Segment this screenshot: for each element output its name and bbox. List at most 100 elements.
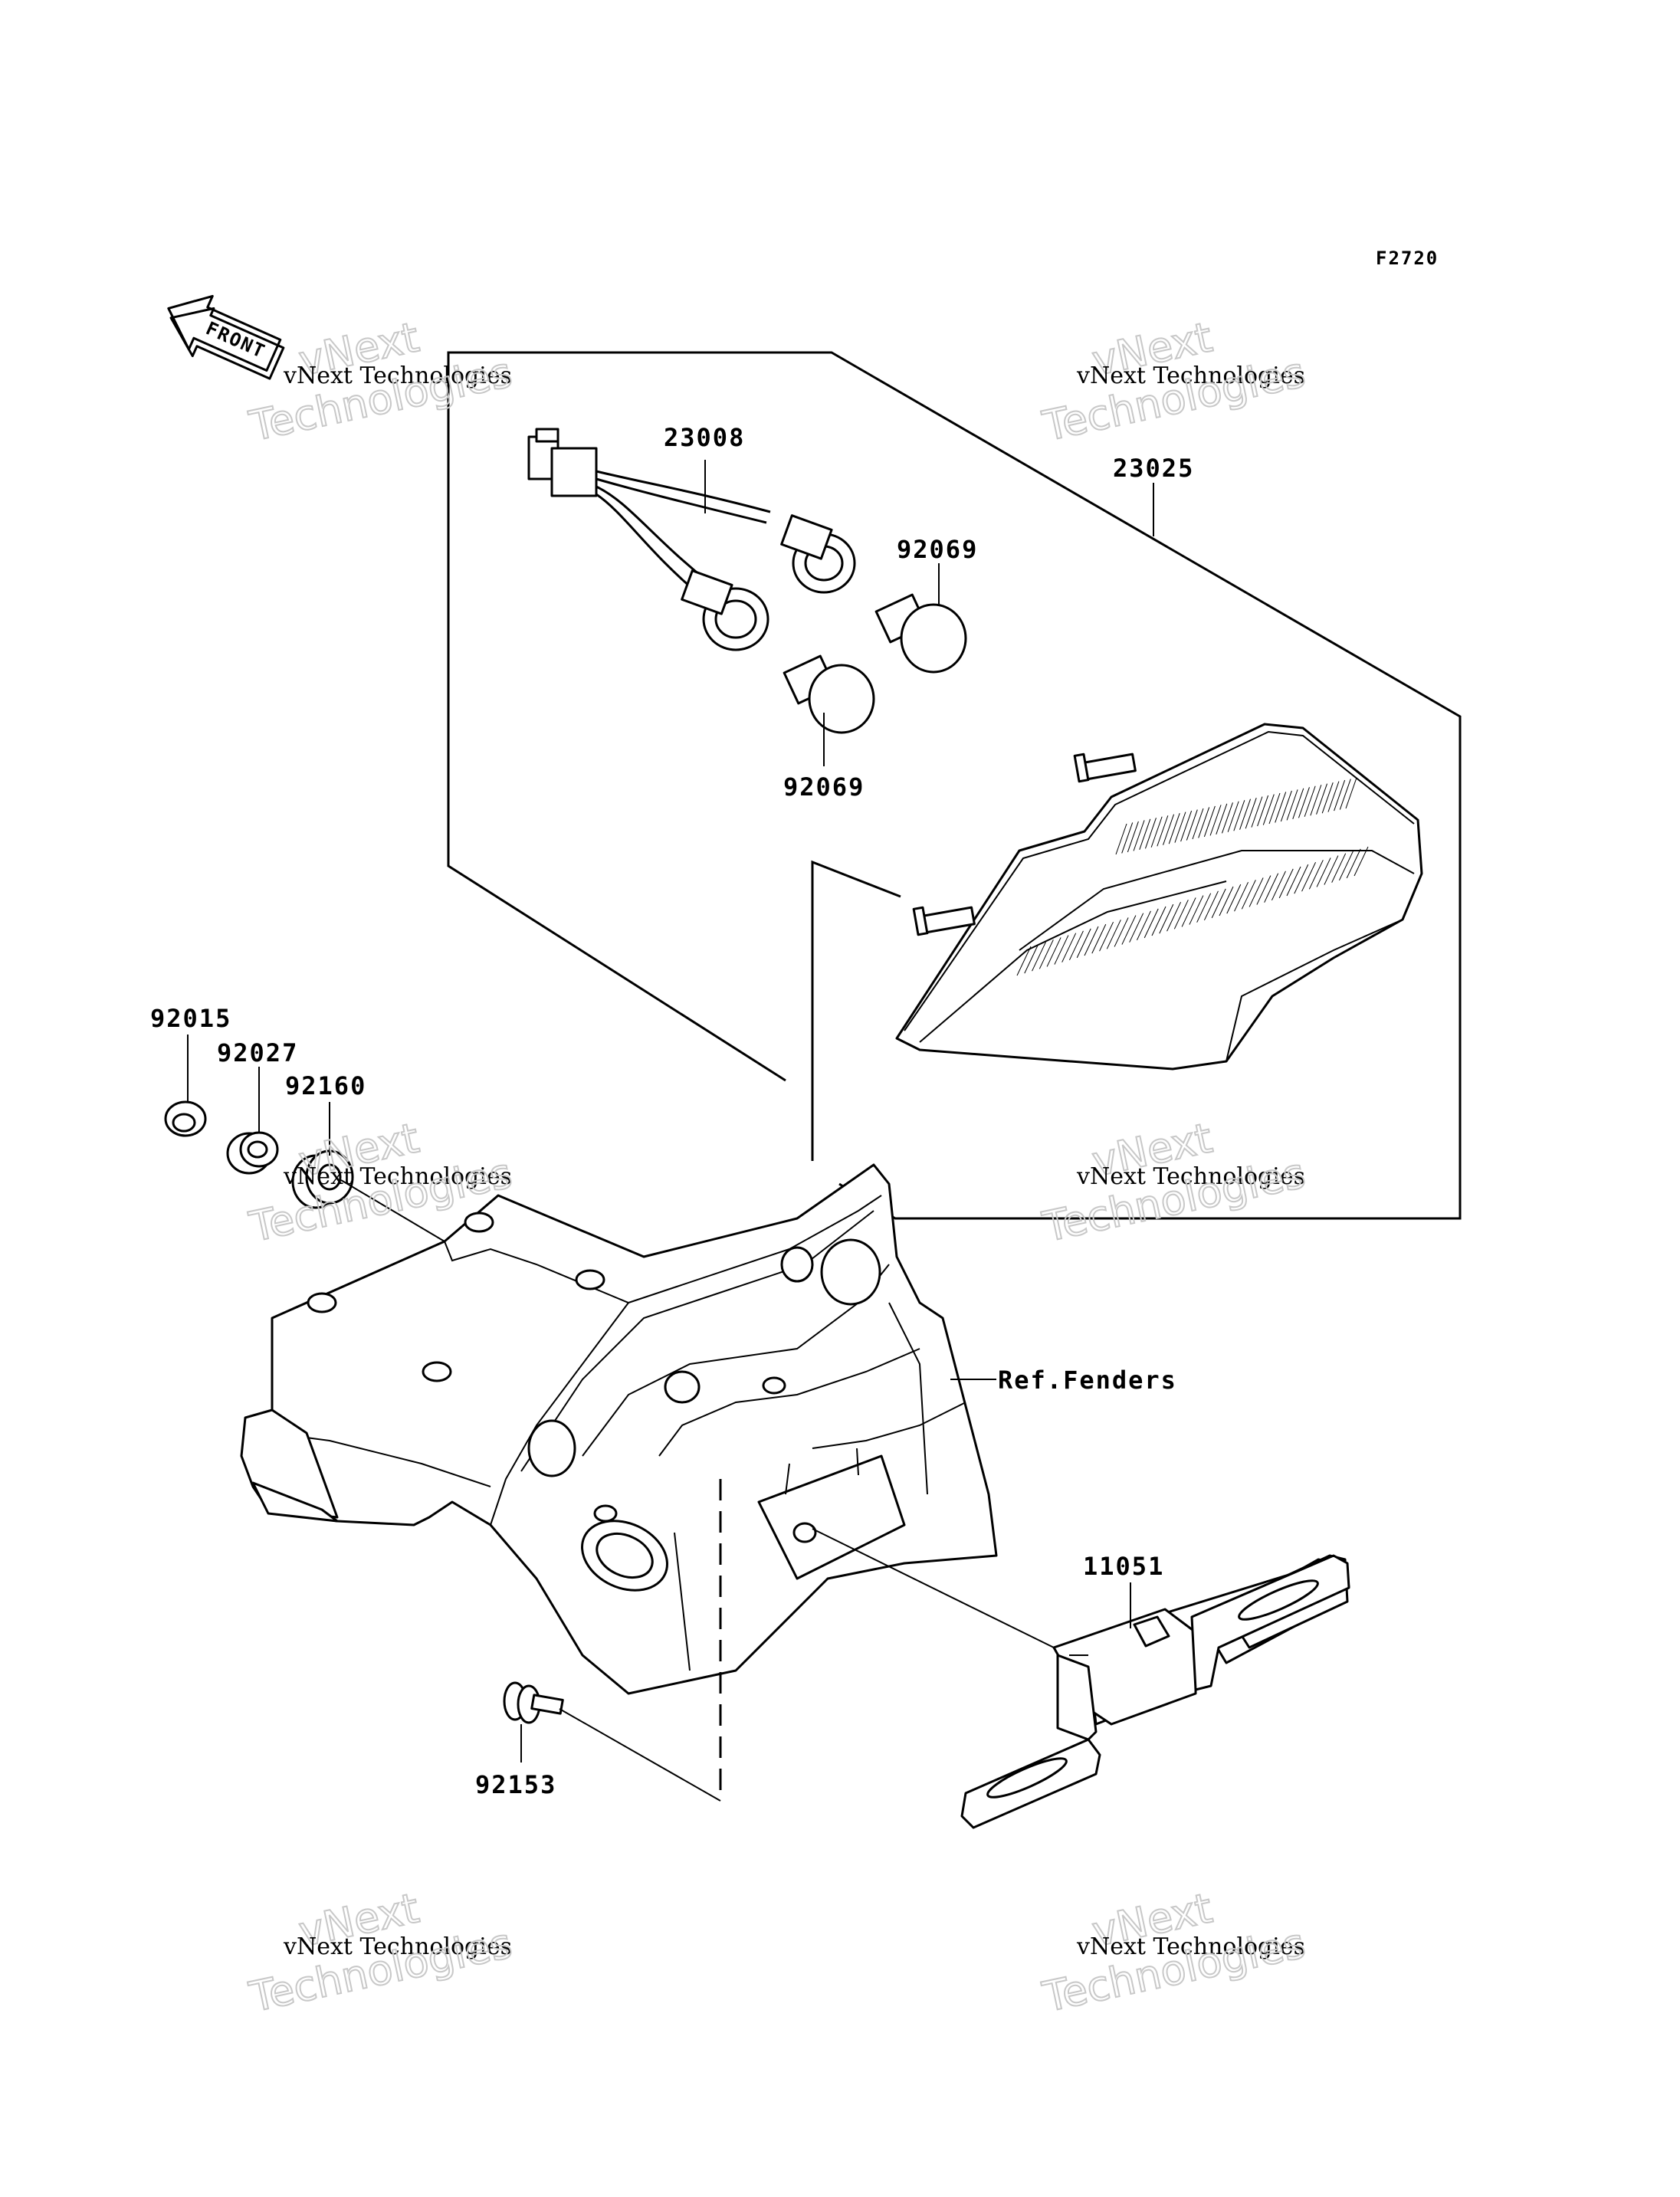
lens-hatch-line (1039, 939, 1054, 969)
lens-hatch-line (1091, 923, 1107, 954)
lens-hatch-line (1203, 805, 1216, 838)
lens-hatch-line (1268, 792, 1281, 825)
lens-hatching (1016, 777, 1369, 976)
lens-hatch-line (1294, 864, 1309, 894)
svg-text:vNext Technologies: vNext Technologies (1076, 1933, 1305, 1960)
lens-hatch-line (1061, 933, 1077, 962)
lens-hatch-line (1180, 810, 1193, 842)
lens-hatch-line (1168, 812, 1180, 844)
lens-hatch-line (1256, 875, 1271, 905)
bracket-11051 (960, 1554, 1350, 1829)
lens-hatch-line (1345, 777, 1357, 809)
lens-hatch-line (1308, 860, 1324, 890)
leader-lines (187, 460, 1154, 1802)
lens-hatch-line (1106, 920, 1121, 949)
callout-92015: 92015 (150, 1004, 231, 1033)
lens-hatch-line (1301, 862, 1317, 892)
lens-hatch-line (1327, 781, 1340, 812)
lens-hatch-line (1239, 798, 1252, 830)
lens-hatch-line (1166, 902, 1182, 932)
lens-hatch-line (1334, 779, 1346, 812)
lens-hatch-line (1181, 897, 1196, 927)
front-arrow-icon: FRONT (167, 294, 285, 380)
lens-hatch-line (1046, 937, 1061, 967)
lens-hatch-line (1278, 868, 1294, 899)
lens-hatch-line (1298, 787, 1310, 818)
watermark-1: vNext vNext Technologies Technologies (244, 312, 517, 451)
lens-hatch-line (1203, 890, 1219, 920)
watermark-6: vNext vNext Technologies Technologies (1038, 1883, 1310, 2022)
lens-hatch-line (1136, 910, 1151, 940)
damper-92160 (291, 1149, 354, 1209)
lens-hatch-line (1216, 803, 1228, 835)
lens-hatch-line (1121, 822, 1134, 854)
watermark-2: vNext vNext Technologies Technologies (1038, 312, 1310, 451)
lens-hatch-line (1157, 815, 1169, 847)
lens-hatch-line (1024, 943, 1039, 974)
lens-hatch-line (1186, 809, 1198, 841)
svg-text:vNext Technologies: vNext Technologies (283, 1163, 512, 1190)
lens-hatch-line (1115, 823, 1127, 855)
watermark-4: vNext vNext Technologies Technologies (1038, 1113, 1310, 1252)
lens-hatch-line (1151, 906, 1166, 936)
nut-92015 (164, 1100, 207, 1137)
assembly-frame (447, 351, 1462, 1220)
callout-92069-lower: 92069 (783, 772, 865, 802)
lens-hatch-line (1264, 873, 1279, 903)
lens-hatch-line (1227, 801, 1239, 832)
lens-hatch-line (1099, 922, 1114, 952)
lens-hatch-line (1346, 848, 1361, 879)
lens-hatch-line (1310, 785, 1322, 816)
lens-hatch-line (1316, 857, 1331, 887)
svg-text:vNext Technologies: vNext Technologies (1076, 362, 1305, 389)
svg-text:vNext Technologies: vNext Technologies (283, 1933, 512, 1960)
lens-hatch-line (1174, 812, 1186, 843)
lens-hatch-line (1339, 779, 1351, 810)
taillight-assembly (895, 723, 1423, 1071)
lens-hatch-line (1338, 851, 1354, 880)
bolt-92153 (503, 1681, 564, 1724)
lens-hatch-line (1234, 882, 1249, 912)
bulb-upper (874, 593, 967, 674)
lens-hatch-line (1163, 814, 1175, 845)
lens-hatch-line (1121, 915, 1137, 945)
lens-hatch-line (1316, 783, 1328, 815)
wiring-harness (527, 428, 856, 651)
svg-text:vNext Technologies: vNext Technologies (1076, 1163, 1305, 1190)
lens-hatch-line (1251, 796, 1263, 828)
lens-hatch-line (1129, 913, 1144, 943)
lens-hatch-line (1249, 877, 1264, 907)
lens-hatch-line (1173, 900, 1189, 930)
lens-hatch-line (1292, 788, 1304, 820)
lens-hatch-line (1211, 888, 1226, 919)
lens-hatch-line (1189, 895, 1204, 925)
lens-hatch-line (1233, 800, 1245, 831)
callout-92027: 92027 (217, 1038, 298, 1067)
lens-hatch-line (1331, 853, 1347, 883)
collar-92027 (226, 1131, 279, 1175)
lens-hatch-line (1262, 794, 1275, 825)
lens-hatch-line (1016, 946, 1032, 976)
callout-92153: 92153 (475, 1770, 556, 1799)
lens-hatch-line (1280, 790, 1292, 822)
lens-hatch-line (1159, 903, 1174, 934)
lens-hatch-line (1321, 782, 1334, 814)
lens-hatch-line (1114, 917, 1129, 947)
lens-hatch-line (1196, 893, 1212, 923)
callout-23025: 23025 (1113, 454, 1194, 483)
lens-hatch-line (1257, 795, 1269, 827)
lens-hatch-line (1275, 792, 1287, 823)
bulb-lower (783, 654, 875, 734)
lens-hatch-line (1054, 935, 1069, 965)
svg-text:vNext Technologies: vNext Technologies (283, 362, 512, 389)
callout-92160: 92160 (285, 1071, 366, 1100)
lens-hatch-line (1324, 855, 1339, 885)
lens-hatch-line (1076, 928, 1091, 959)
callout-ref-fenders: Ref.Fenders (998, 1366, 1177, 1395)
lens-hatch-line (1068, 930, 1084, 960)
lens-hatch-line (1286, 866, 1301, 897)
lens-hatch-line (1219, 886, 1234, 917)
lens-hatch-line (1226, 884, 1242, 914)
lens-hatch-line (1198, 807, 1210, 838)
